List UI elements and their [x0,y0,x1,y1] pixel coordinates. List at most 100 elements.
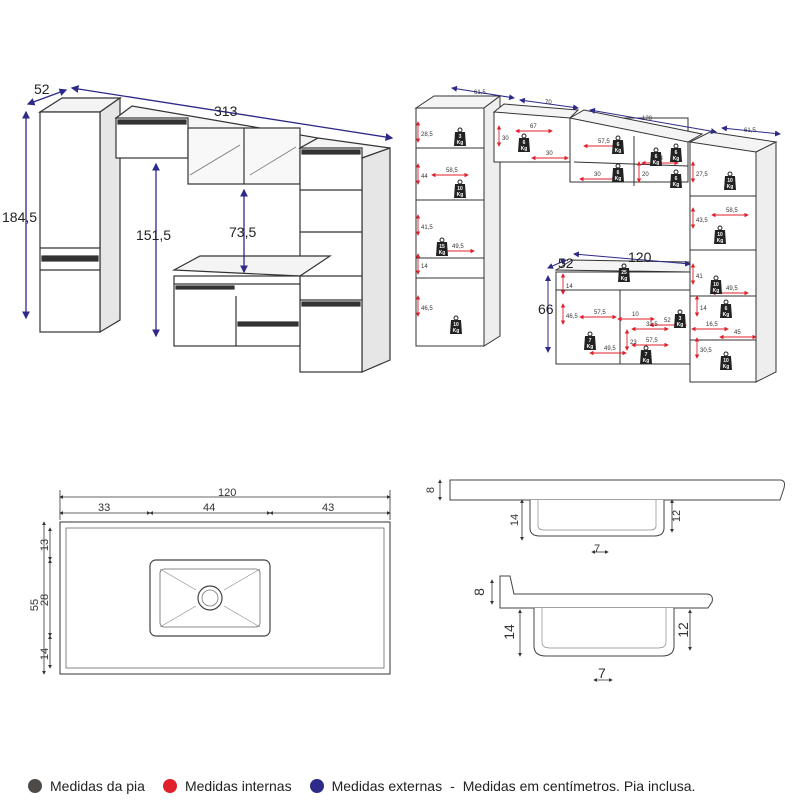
sink-right-margin: 43 [322,502,334,514]
side2-bowl-depth: 14 [501,624,517,640]
sink-bowl-depth: 28 [39,594,51,606]
side1-bowl-inner: 12 [671,510,683,522]
sink-total-width: 120 [218,487,236,499]
internal-dim-label: 45 [734,330,741,336]
weight-unit: Kg [621,276,628,282]
sink-dot-icon [28,779,42,793]
internal-dim-label: 49,5 [726,286,738,292]
legend-sink-label: Medidas da pia [50,778,145,794]
weight-value: 10 [713,282,719,288]
sink-back: 14 [39,648,51,660]
dim-total-width: 313 [214,103,238,119]
weight-unit: Kg [723,312,730,318]
internal-dim-label: 58,5 [726,208,738,214]
int-ext-base-width: 120 [628,249,652,265]
weight-value: 10 [717,232,723,238]
weight-value: 6 [617,142,620,148]
dim-niche-height: 73,5 [229,224,256,240]
weight-value: 3 [459,134,462,140]
sink-top-view [59,521,391,675]
internal-dim-label: 14 [700,306,707,312]
left-tower [37,96,122,334]
weight-icon: 6Kg [612,163,624,182]
weight-value: 10 [453,322,459,328]
weight-value: 6 [675,150,678,156]
weight-unit: Kg [723,364,730,370]
sink-side-view-1 [449,479,785,537]
weight-unit: Kg [673,156,680,162]
right-tower [298,137,391,373]
weight-unit: Kg [457,192,464,198]
weight-unit: Kg [615,148,622,154]
weight-value: 6 [655,154,658,160]
internal-dim-label: 58,5 [446,168,458,174]
weight-value: 6 [725,306,728,312]
weight-unit: Kg [653,160,660,166]
weight-unit: Kg [673,182,680,188]
internal-dim-label: 41,5 [421,225,433,231]
weight-icon: 3Kg [674,309,686,328]
side1-drain: 7 [594,543,600,555]
weight-icon: 6Kg [650,147,662,166]
weight-unit: Kg [587,344,594,350]
legend-external-label: Medidas externas [331,778,443,794]
int-ext-base-height: 66 [538,301,554,317]
weight-icon: 3Kg [454,127,466,146]
internal-dim-label: 20 [642,172,649,178]
internal-dim-label: 57,5 [646,338,658,344]
internal-dot-icon [162,779,177,793]
internal-dim-label: 23 [630,340,637,346]
weight-icon: 6Kg [670,143,682,162]
internal-dim-label: 30 [594,172,601,178]
internal-dim-label: 14 [566,284,573,290]
external-dot-icon [309,779,324,793]
sink-depth: 55 [29,599,41,611]
cabinet-dimensions [22,85,394,338]
weight-icon: 6Kg [720,299,732,318]
internal-dim-label: 30 [546,151,553,157]
weight-badges: 3Kg10Kg15Kg10Kg6Kg6Kg6Kg6Kg6Kg6Kg10Kg10K… [436,127,736,370]
side2-drain: 7 [598,665,606,681]
internal-dim-label: 43,5 [696,218,708,224]
sink-side-1-dims [438,479,674,554]
weight-icon: 6Kg [518,133,530,152]
weight-value: 10 [723,358,729,364]
int-ext-w-top-mid: 70 [545,100,552,106]
weight-unit: Kg [717,238,724,244]
weight-icon: 6Kg [612,135,624,154]
weight-value: 6 [523,140,526,146]
side1-bowl-depth: 14 [509,514,521,526]
internal-right-tower [689,141,757,383]
cabinet-exterior-view [37,96,391,373]
weight-icon: 7Kg [584,331,596,350]
sink-left-margin: 33 [98,502,110,514]
weight-unit: Kg [453,328,460,334]
internal-dim-label: 49,5 [452,244,464,250]
weight-unit: Kg [643,358,650,364]
legend: Medidas da pia Medidas internas Medidas … [28,775,788,797]
base-cabinet [171,255,332,347]
internal-dim-lines [415,121,757,359]
sink-bowl-width: 44 [203,502,215,514]
weight-value: 6 [675,176,678,182]
weight-value: 7 [645,352,648,358]
weight-unit: Kg [727,184,734,190]
legend-separator: - [450,778,455,794]
internal-dim-label: 30 [502,136,509,142]
internal-dim-label: 46,5 [421,306,433,312]
internal-dim-label: 46,5 [566,314,578,320]
weight-icon: 7Kg [640,345,652,364]
internal-dim-label: 67 [530,124,537,130]
weight-unit: Kg [457,140,464,146]
internal-dim-label: 41 [696,274,703,280]
side2-thickness: 8 [471,588,487,596]
legend-note: Medidas em centímetros. Pia inclusa. [462,778,696,794]
internal-dim-label: 28,5 [421,132,433,138]
weight-unit: Kg [439,250,446,256]
legend-internal: Medidas internas [162,778,292,794]
